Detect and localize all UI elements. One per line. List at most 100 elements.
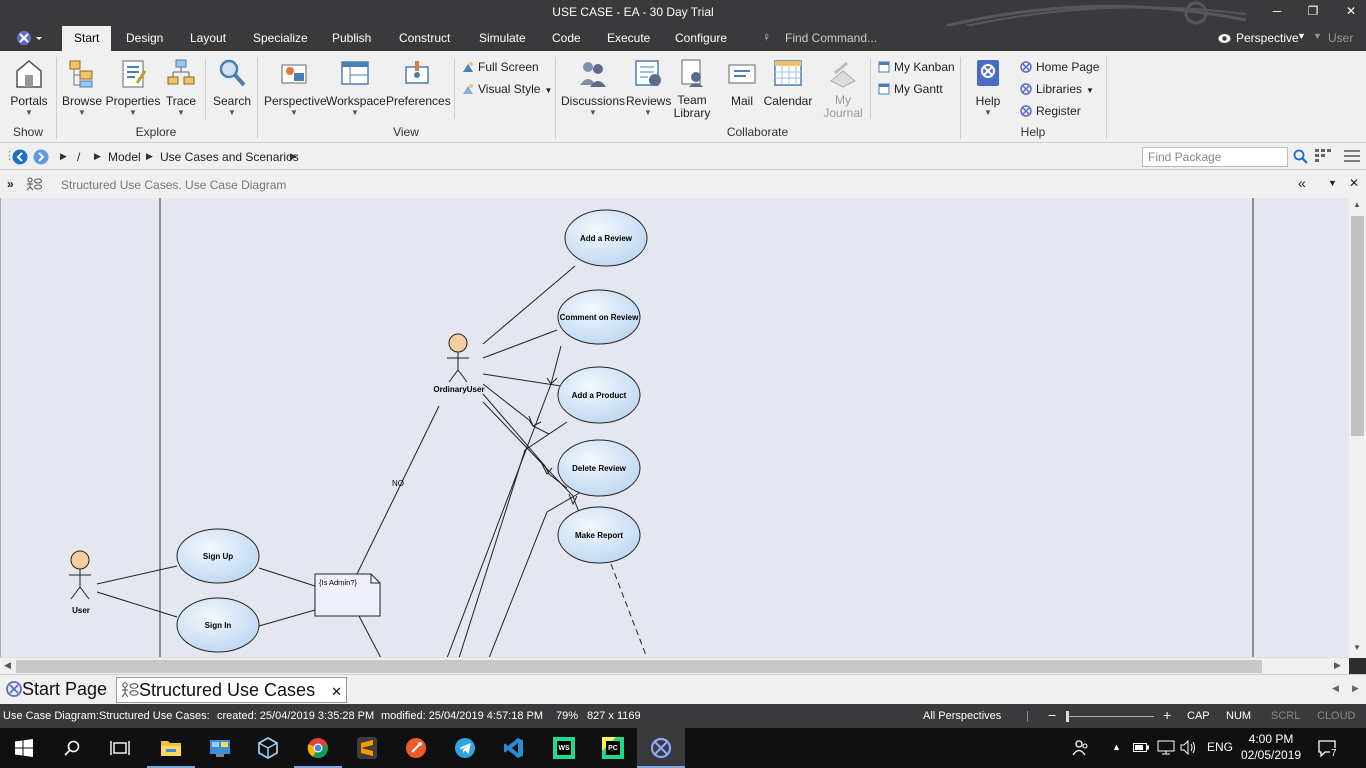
webstorm-taskbar-button[interactable]: WS (539, 728, 587, 768)
people-icon[interactable] (1072, 739, 1090, 757)
association-line[interactable] (258, 609, 316, 627)
properties-button[interactable]: Properties ▼ (104, 57, 162, 117)
use-case-sign-in[interactable]: Sign In (176, 597, 260, 653)
home-page-button[interactable]: Home Page (1020, 60, 1099, 74)
back-icon[interactable] (12, 149, 28, 165)
close-tab-icon[interactable]: ✕ (331, 684, 342, 699)
use-case-add-review[interactable]: Add a Review (564, 209, 648, 267)
decision-note[interactable]: {Is Admin?} (314, 573, 381, 617)
tab-specialize[interactable]: Specialize (253, 31, 308, 45)
scroll-down-icon[interactable]: ▼ (1353, 643, 1361, 652)
zoom-in-icon[interactable]: + (1163, 707, 1172, 723)
breadcrumb-model[interactable]: Model (108, 150, 141, 164)
zoom-out-icon[interactable]: − (1048, 707, 1057, 723)
association-line[interactable] (482, 329, 558, 359)
actor-ordinary-user[interactable]: OrdinaryUser (433, 333, 485, 394)
breadcrumb-use-cases[interactable]: Use Cases and Scenarios (160, 150, 299, 164)
hamburger-menu-icon[interactable] (1344, 150, 1360, 162)
task-view-button[interactable] (96, 728, 144, 768)
association-line[interactable] (488, 491, 582, 658)
scroll-left-icon[interactable]: ◀ (4, 660, 11, 670)
chrome-taskbar-button[interactable] (294, 728, 342, 768)
help-button[interactable]: Help ▼ (968, 57, 1008, 117)
association-line[interactable] (482, 265, 576, 345)
association-line[interactable] (482, 401, 580, 513)
diagram-canvas[interactable]: Add a Review Comment on Review Add a Pro… (0, 198, 1349, 658)
virtualbox-taskbar-button[interactable] (244, 728, 292, 768)
discussions-button[interactable]: Discussions ▼ (560, 57, 626, 117)
tab-simulate[interactable]: Simulate (479, 31, 526, 45)
language-indicator[interactable]: ENG (1207, 740, 1234, 754)
control-panel-taskbar-button[interactable] (196, 728, 244, 768)
clock[interactable]: 4:00 PM 02/05/2019 (1236, 731, 1306, 763)
file-explorer-taskbar-button[interactable] (147, 728, 195, 768)
forward-icon[interactable] (33, 149, 49, 165)
tab-publish[interactable]: Publish (332, 31, 372, 45)
tab-start-page[interactable]: Start Page (2, 677, 111, 703)
status-perspectives[interactable]: All Perspectives (923, 710, 1002, 722)
close-window-button[interactable]: ✕ (1345, 4, 1357, 18)
association-line[interactable] (458, 421, 568, 658)
association-line[interactable] (482, 393, 568, 489)
perspective-ribbon-button[interactable]: Perspective ▼ (264, 57, 327, 117)
use-case-add-product[interactable]: Add a Product (557, 366, 641, 424)
perspective-button[interactable]: Perspective (1236, 31, 1299, 45)
zoom-slider[interactable] (1066, 716, 1154, 717)
association-line[interactable] (482, 373, 562, 387)
tab-configure[interactable]: Configure (675, 31, 728, 45)
tabs-scroll-left-icon[interactable]: ◀ (1332, 683, 1339, 693)
actor-user[interactable]: User (69, 550, 91, 615)
use-case-sign-up[interactable]: Sign Up (176, 528, 260, 584)
volume-icon[interactable] (1180, 740, 1196, 755)
tab-execute[interactable]: Execute (607, 31, 651, 45)
breadcrumb-arrow-icon[interactable]: ▶ (94, 151, 101, 161)
search-button[interactable]: Search ▼ (212, 57, 252, 117)
show-hidden-icons-icon[interactable]: ▲ (1112, 742, 1121, 752)
calendar-button[interactable]: Calendar (762, 57, 814, 108)
guard-line[interactable] (356, 405, 440, 575)
telegram-taskbar-button[interactable] (441, 728, 489, 768)
my-gantt-button[interactable]: My Gantt (878, 82, 943, 96)
tab-start[interactable]: Start (62, 26, 112, 51)
zoom-slider-thumb[interactable] (1066, 711, 1069, 722)
sublime-taskbar-button[interactable] (343, 728, 391, 768)
enterprise-architect-taskbar-button[interactable] (637, 728, 685, 768)
association-line[interactable] (482, 383, 550, 435)
portals-button[interactable]: Portals ▼ (8, 57, 50, 117)
breadcrumb-arrow-icon[interactable]: ▶ (146, 151, 153, 161)
association-line[interactable] (258, 567, 316, 587)
breadcrumb-root[interactable]: / (77, 150, 81, 164)
postman-taskbar-button[interactable] (392, 728, 440, 768)
scroll-right-icon[interactable]: ▶ (1334, 660, 1341, 670)
minimize-button[interactable]: ─ (1272, 4, 1282, 18)
team-library-button[interactable]: Team Library (672, 57, 712, 120)
breadcrumb-arrow-icon[interactable]: ▶ (60, 151, 67, 161)
horizontal-scrollbar[interactable]: ◀ ▶ (0, 657, 1349, 674)
association-line[interactable] (96, 565, 178, 585)
find-command-input[interactable]: Find Command... (785, 31, 878, 45)
start-button[interactable] (0, 728, 48, 768)
close-diagram-icon[interactable]: ✕ (1349, 176, 1360, 190)
search-icon[interactable] (1293, 149, 1308, 164)
vscode-taskbar-button[interactable] (490, 728, 538, 768)
use-case-make-report[interactable]: Make Report (557, 506, 641, 564)
tab-design[interactable]: Design (126, 31, 164, 45)
libraries-button[interactable]: Libraries▼ (1020, 82, 1094, 96)
expand-icon[interactable]: » (7, 177, 14, 191)
user-button[interactable]: User (1328, 31, 1354, 45)
dependency-line[interactable] (610, 563, 648, 658)
association-line[interactable] (96, 591, 178, 618)
use-case-delete-review[interactable]: Delete Review (557, 439, 641, 497)
reviews-button[interactable]: Reviews ▼ (626, 57, 671, 117)
my-kanban-button[interactable]: My Kanban (878, 60, 955, 74)
tab-code[interactable]: Code (552, 31, 581, 45)
app-menu-icon[interactable] (14, 28, 44, 48)
collapse-left-icon[interactable]: « (1298, 175, 1306, 191)
trace-button[interactable]: Trace ▼ (164, 57, 198, 117)
register-button[interactable]: Register (1020, 104, 1081, 118)
breadcrumb-arrow-icon[interactable]: ▶ (290, 151, 297, 161)
scroll-up-icon[interactable]: ▲ (1353, 200, 1361, 209)
chevron-down-icon[interactable]: ▼ (1328, 178, 1337, 188)
find-package-input[interactable]: Find Package (1142, 147, 1288, 167)
tab-layout[interactable]: Layout (190, 31, 227, 45)
